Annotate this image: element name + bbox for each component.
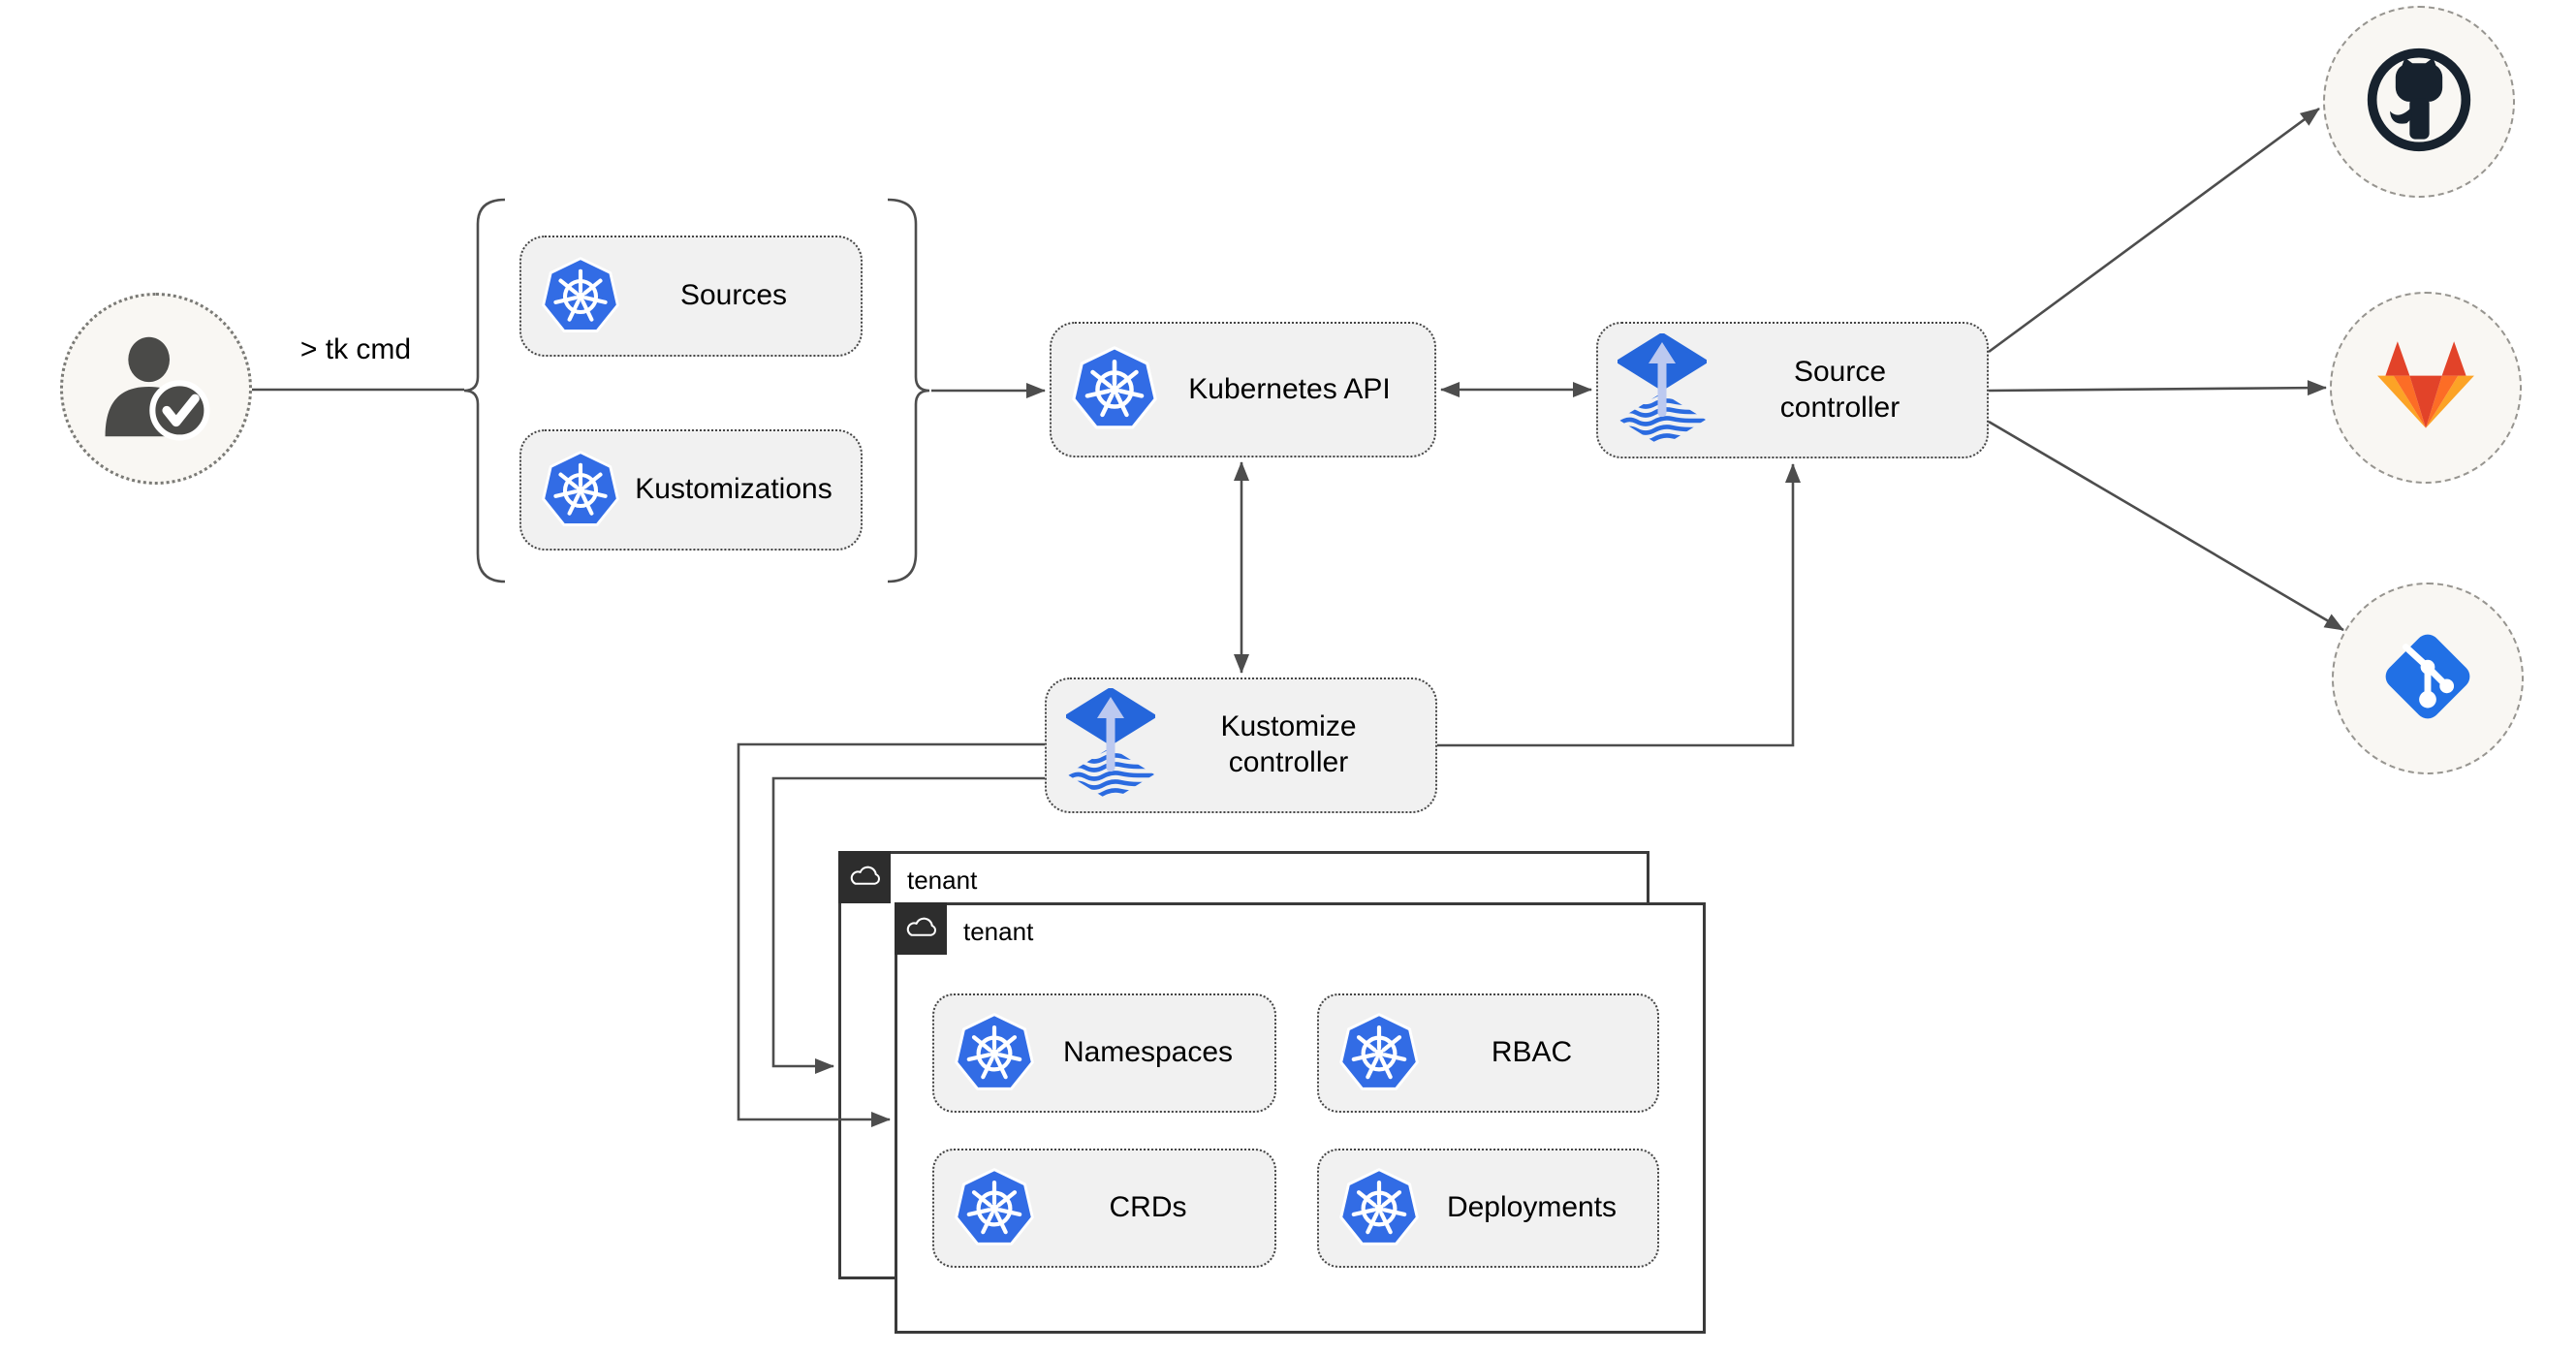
kubernetes-icon	[1071, 344, 1158, 435]
kustomizations-label: Kustomizations	[635, 473, 832, 506]
kubernetes-api-label: Kubernetes API	[1188, 372, 1391, 405]
tenant-back-label: tenant	[907, 866, 978, 895]
rbac-node: RBAC	[1317, 993, 1659, 1113]
user-check-icon	[97, 328, 215, 451]
github-icon	[2363, 44, 2475, 161]
git-icon	[2371, 619, 2485, 739]
cloud-icon	[847, 864, 883, 892]
kubernetes-icon	[541, 255, 620, 338]
tk-cmd-label: > tk cmd	[299, 333, 412, 365]
source-controller-label: Source controller	[1779, 355, 1901, 424]
cloud-icon	[903, 915, 939, 943]
kubernetes-icon	[1338, 1166, 1420, 1251]
deployments-node: Deployments	[1317, 1149, 1659, 1268]
kubernetes-icon	[1338, 1011, 1420, 1096]
user-node	[60, 293, 252, 485]
edge-source-controller-to-github	[1988, 107, 2320, 354]
flux-icon	[1618, 333, 1707, 448]
edge-kustomize-to-source-controller	[1437, 463, 1801, 747]
kustomize-controller-node: Kustomize controller	[1045, 678, 1437, 813]
kubernetes-icon	[954, 1011, 1035, 1096]
crds-label: CRDs	[1109, 1191, 1187, 1224]
source-controller-node: Source controller	[1596, 322, 1989, 458]
tenant-tab	[838, 851, 891, 903]
tenant-window-front: tenant	[895, 902, 1706, 1334]
rbac-label: RBAC	[1491, 1036, 1573, 1069]
sources-label: Sources	[679, 279, 788, 312]
deployments-label: Deployments	[1446, 1191, 1618, 1224]
crds-node: CRDs	[932, 1149, 1276, 1268]
gitlab-repo-node	[2330, 292, 2522, 484]
git-repo-node	[2332, 583, 2524, 774]
crd-group-bracket-right	[887, 198, 930, 583]
kustomizations-node: Kustomizations	[519, 429, 863, 551]
kubernetes-icon	[541, 449, 620, 532]
github-repo-node	[2323, 6, 2515, 198]
sources-node: Sources	[519, 236, 863, 357]
crd-group-bracket-left	[463, 198, 506, 583]
edge-source-controller-to-gitlab	[1988, 380, 2327, 396]
flux-icon	[1066, 688, 1155, 803]
kubernetes-api-node: Kubernetes API	[1050, 322, 1436, 457]
gitlab-icon	[2375, 339, 2476, 437]
kustomize-controller-label: Kustomize controller	[1220, 710, 1357, 778]
namespaces-node: Namespaces	[932, 993, 1276, 1113]
namespaces-label: Namespaces	[1062, 1036, 1234, 1069]
tenant-tab	[895, 902, 947, 955]
tenant-front-label: tenant	[963, 917, 1034, 946]
kubernetes-icon	[954, 1166, 1035, 1251]
edge-source-controller-to-git	[1988, 420, 2344, 632]
